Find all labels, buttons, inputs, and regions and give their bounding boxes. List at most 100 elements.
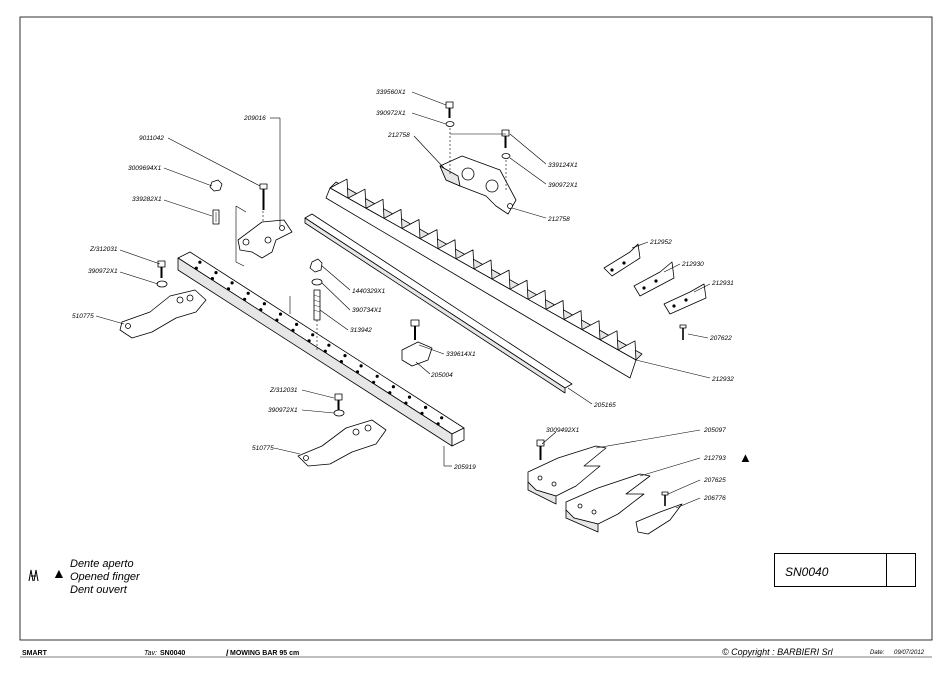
bar-hole — [407, 395, 412, 399]
drawing-frame — [19, 16, 933, 641]
label-212952: 212952 — [649, 239, 672, 246]
opened-finger-icon — [28, 568, 44, 585]
bar-hole — [194, 266, 198, 270]
knife-back-205165 — [304, 213, 573, 394]
legend: Dente aperto Opened finger Dent ouvert — [70, 558, 140, 597]
label-1440329: 1440329X1 — [352, 288, 386, 295]
label-207622: 207622 — [709, 335, 732, 342]
bar-hole — [323, 349, 327, 353]
rivet-207622 — [679, 324, 687, 340]
bar-hole — [226, 287, 231, 291]
bar-hole — [307, 339, 311, 343]
label-390734: 390734X1 — [352, 307, 382, 314]
stud-313942 — [313, 289, 321, 321]
holder-209016 — [237, 219, 293, 259]
finger-set-212793-b — [565, 473, 651, 533]
bar-hole — [375, 374, 379, 378]
bar-hole — [243, 297, 247, 301]
bar-hole — [440, 416, 444, 420]
legend-line-fr: Dent ouvert — [70, 584, 127, 596]
label-205097: 205097 — [703, 427, 726, 434]
label-205004: 205004 — [430, 372, 453, 379]
bar-hole — [436, 422, 440, 426]
bar-hole — [246, 291, 250, 295]
bar-hole — [343, 354, 347, 358]
screw-Z312031-a — [156, 260, 168, 288]
label-212793: 212793 — [703, 455, 726, 462]
bolt-339124 — [501, 129, 511, 159]
table-code: SN0040 — [775, 554, 887, 586]
bar-hole — [259, 308, 263, 312]
label-339282: 339282X1 — [132, 196, 162, 203]
footer-title: MOWING BAR 95 cm — [230, 650, 300, 657]
bar-hole — [291, 328, 295, 332]
bolt-3009492 — [536, 439, 545, 460]
footer-tav-label: Tav: — [144, 650, 157, 657]
bar-hole — [391, 385, 395, 389]
label-390972-a: 390972X1 — [88, 268, 118, 275]
footer-date-value: 09/07/2012 — [894, 650, 925, 656]
footer-model: SMART — [22, 650, 47, 657]
bar-hole — [359, 364, 363, 368]
section-212931 — [663, 283, 707, 315]
footer-copyright: © Copyright : BARBIERI Srl — [722, 647, 833, 657]
bolt-339614 — [410, 319, 420, 340]
label-205919: 205919 — [453, 464, 476, 471]
label-205165: 205165 — [593, 402, 616, 409]
section-212952 — [603, 243, 641, 277]
bar-hole — [372, 380, 376, 384]
label-212932: 212932 — [711, 376, 734, 383]
bar-hole — [355, 370, 360, 374]
footer: SMART Tav: SN0040 / MOWING BAR 95 cm © C… — [0, 644, 952, 664]
label-390972-b: 390972X1 — [268, 407, 298, 414]
rivet-207625 — [661, 491, 669, 506]
bar-hole — [404, 401, 408, 405]
label-212931: 212931 — [711, 280, 734, 287]
bar-hole — [424, 405, 428, 409]
bracket-212758 — [439, 155, 517, 215]
label-339560: 339560X1 — [376, 89, 406, 96]
triangle-icon: ▲ — [52, 565, 66, 581]
bar-hole — [275, 318, 279, 322]
finger-guard-510775-b — [297, 419, 387, 467]
label-206776: 206776 — [703, 495, 726, 502]
bolt-9011042 — [259, 183, 268, 210]
bar-hole — [327, 343, 331, 347]
bar-hole — [420, 411, 424, 415]
label-3009492: 3009492X1 — [546, 427, 580, 434]
nut-3009694 — [209, 179, 223, 192]
label-209016: 209016 — [243, 115, 266, 122]
bar-hole — [339, 360, 343, 364]
label-339614: 339614X1 — [446, 351, 476, 358]
label-339124: 339124X1 — [548, 162, 578, 169]
part-labels: 9011042 209016 3009694X1 339282X1 Z/3120… — [72, 89, 734, 502]
footer-tav-value: SN0040 — [160, 650, 186, 657]
label-390972-c: 390972X1 — [376, 110, 406, 117]
bar-hole — [230, 281, 234, 285]
label-Z312031-b: Z/312031 — [269, 387, 298, 394]
cutter-bar-205919 — [177, 251, 465, 447]
screw-Z312031-b — [333, 393, 345, 417]
bar-hole — [214, 271, 218, 275]
washer-390734 — [311, 278, 323, 286]
nut-1440329 — [309, 258, 323, 273]
bar-hole — [262, 302, 266, 306]
opened-finger-marker: ▲ — [739, 450, 752, 465]
bar-hole — [210, 277, 214, 281]
label-212758-a: 212758 — [387, 132, 410, 139]
title-block: SN0040 — [774, 553, 916, 587]
legend-line-en: Opened finger — [70, 571, 140, 583]
bar-hole — [295, 322, 299, 326]
label-9011042: 9011042 — [139, 135, 164, 142]
label-510775-b: 510775 — [252, 445, 274, 452]
knife-assembly-212932 — [325, 178, 643, 379]
label-390972-d: 390972X1 — [548, 182, 578, 189]
label-3009694: 3009694X1 — [128, 165, 162, 172]
bar-hole — [278, 312, 283, 316]
section-212930 — [633, 261, 675, 297]
footer-date-label: Date: — [870, 650, 885, 656]
bar-hole — [311, 333, 315, 337]
plate-206776 — [635, 503, 683, 535]
label-Z312031-a: Z/312031 — [89, 246, 118, 253]
